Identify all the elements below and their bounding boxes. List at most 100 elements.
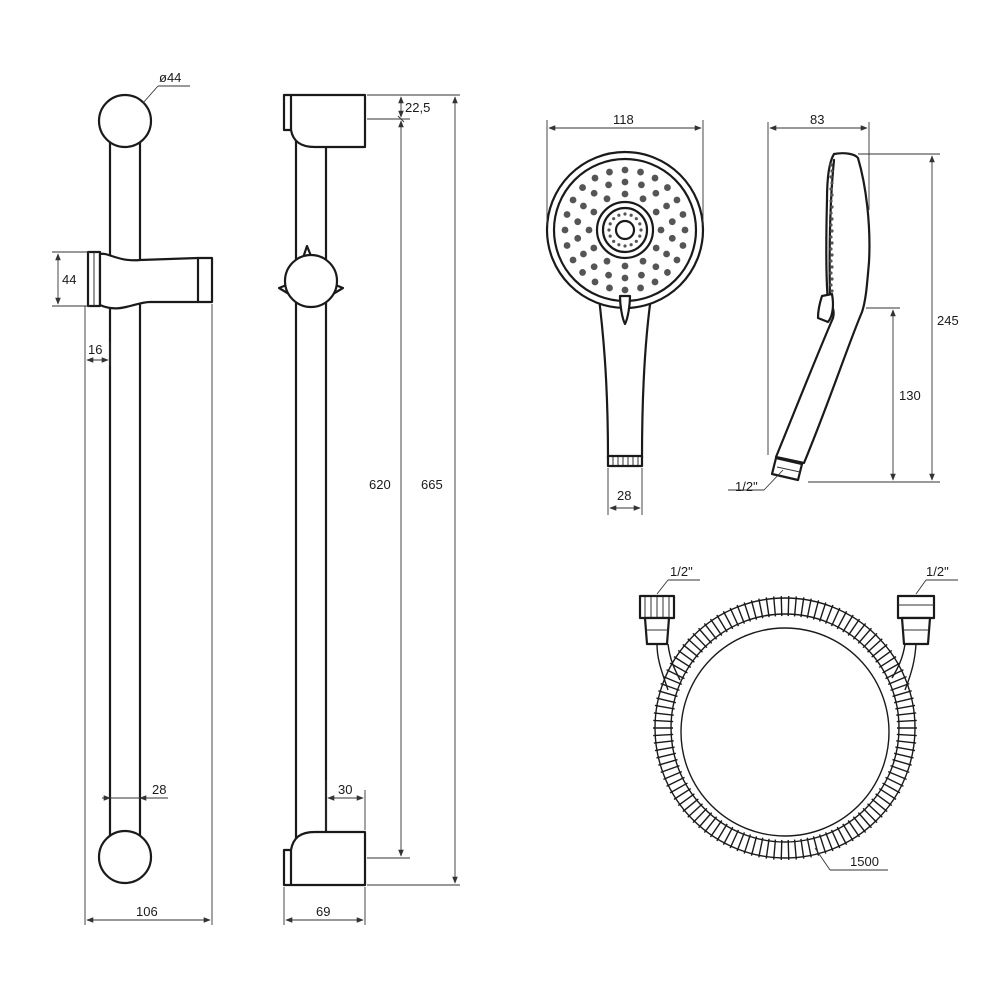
hose-rib — [780, 596, 783, 617]
hose-rib — [729, 829, 740, 849]
side-overall-depth-label: 69 — [316, 904, 330, 919]
nozzle-hole — [639, 195, 647, 203]
nozzle-hole — [580, 202, 587, 210]
hose-rib — [882, 782, 901, 794]
hose-outer-edge — [654, 597, 916, 859]
hose-rib — [882, 662, 901, 674]
nozzle-hole — [585, 226, 593, 234]
side-nozzle — [830, 289, 834, 293]
shower-head-side-view: 83 245 130 1/2" — [728, 112, 959, 494]
nozzle-hole — [651, 278, 659, 286]
ring-dot — [623, 244, 627, 248]
hose-rib — [677, 793, 695, 807]
ring-dot — [629, 243, 633, 247]
hose-rib — [871, 643, 888, 658]
hose-rib — [836, 610, 848, 630]
hose-rib — [758, 837, 764, 858]
ring-dot — [638, 234, 642, 238]
side-nozzle — [829, 283, 833, 287]
ring-dot — [612, 239, 616, 243]
side-nozzle — [829, 163, 833, 167]
hose-rib — [653, 712, 674, 716]
nozzle-hole — [603, 257, 611, 265]
head-length-label: 245 — [937, 313, 959, 328]
hose-rib — [716, 823, 728, 842]
hose-rib — [857, 627, 872, 644]
head-center-button — [614, 219, 636, 241]
hose-rib — [893, 752, 914, 759]
side-nozzle — [830, 265, 834, 269]
nozzle-hole — [652, 189, 660, 197]
hose-rib — [885, 776, 904, 787]
nozzle-hole — [590, 208, 598, 216]
side-nozzle — [830, 229, 834, 233]
nozzle-hole — [561, 226, 569, 234]
nozzle-hole — [591, 278, 599, 286]
hose-left-tail-2 — [667, 643, 681, 681]
nozzle-hole — [603, 195, 611, 203]
nozzle-hole — [579, 184, 586, 191]
hose-rib — [867, 803, 883, 818]
side-head-body — [774, 152, 871, 465]
nozzle-hole — [580, 250, 587, 258]
hose-length-label: 1500 — [850, 854, 879, 869]
hose-rib — [722, 610, 734, 630]
hose-rib — [758, 598, 764, 619]
ring-dot — [638, 222, 642, 226]
hose-rib — [842, 614, 854, 633]
hose-right-nut — [896, 594, 936, 646]
nozzle-hole — [605, 181, 612, 189]
front-overall-width-label: 106 — [136, 904, 158, 919]
side-nozzle — [830, 241, 834, 245]
hose-rib — [677, 649, 695, 663]
nozzle-hole — [657, 226, 665, 234]
hose-rib — [743, 602, 752, 622]
slide-bar-front-view: ø44 44 16 28 106 — [52, 70, 214, 925]
hose-rib — [736, 832, 746, 852]
handle-length-label: 130 — [899, 388, 921, 403]
hose-rib — [787, 596, 790, 617]
slider-offset-label: 16 — [88, 342, 102, 357]
hose-rib — [875, 793, 893, 807]
hose-rib — [895, 746, 916, 752]
nozzle-hole — [591, 174, 599, 182]
side-nozzle — [830, 217, 834, 221]
side-nozzle — [830, 193, 834, 197]
nozzle-hole — [590, 244, 598, 252]
hose-rib — [692, 807, 708, 824]
hose-left-nut — [638, 594, 676, 646]
side-bottom-bracket — [282, 830, 367, 887]
nozzle-hole — [605, 271, 612, 279]
hose-rib — [847, 820, 861, 838]
side-nozzle — [829, 247, 833, 251]
hose-rib — [673, 787, 692, 800]
hose-rib — [666, 669, 685, 680]
nozzle-hole — [651, 174, 659, 182]
side-nozzle — [829, 199, 833, 203]
side-nozzle — [829, 187, 833, 191]
hose-rib — [743, 834, 752, 854]
hose-rib — [787, 839, 790, 860]
shower-hose: 1/2" 1/2" 1500 — [638, 564, 958, 871]
ring-dot — [608, 222, 612, 226]
nozzle-hole — [621, 190, 629, 198]
side-nozzle — [829, 223, 833, 227]
hose-rib — [654, 704, 675, 710]
hose-rib — [862, 632, 878, 649]
nozzle-hole — [652, 244, 660, 252]
hose-rib — [812, 600, 820, 620]
hose-right-thread-label: 1/2" — [926, 564, 949, 579]
nozzle-hole — [563, 211, 571, 218]
slider-height-label: 44 — [62, 272, 76, 287]
hose-rib — [852, 816, 867, 833]
nozzle-hole — [590, 189, 598, 197]
hose-rib — [773, 839, 777, 860]
ring-dot — [623, 212, 627, 216]
hose-rib — [852, 623, 867, 640]
side-nozzle — [830, 169, 834, 173]
nozzle-hole — [639, 257, 647, 265]
side-nozzle — [829, 175, 833, 179]
ring-dot — [617, 243, 621, 247]
hose-right-tail-2 — [891, 643, 906, 679]
